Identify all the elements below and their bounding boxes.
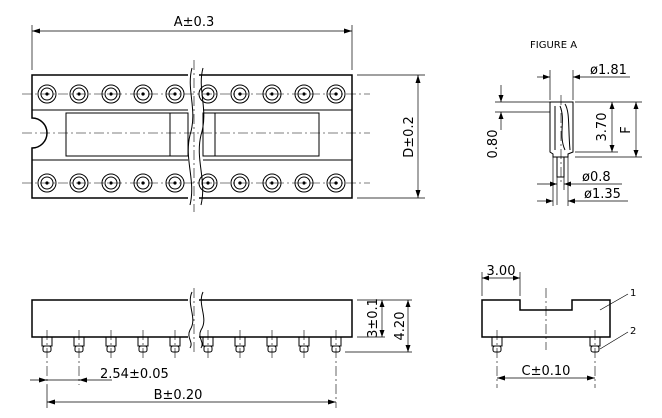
dim-d-label: D±0.2 <box>402 116 417 158</box>
side-view-body <box>481 299 611 338</box>
dim-height-body-label: 3±0.1 <box>366 298 381 338</box>
pin <box>294 173 314 193</box>
dim-pitch-label: 2.54±0.05 <box>100 367 169 382</box>
front-pin <box>234 330 246 358</box>
pin <box>326 84 346 104</box>
inner-window-left <box>65 112 189 157</box>
pin <box>101 84 121 104</box>
break-line-left <box>187 67 194 206</box>
dimension-a: A±0.3 <box>31 15 353 70</box>
side-view: 3.00 C±0.10 1 2 <box>481 264 636 388</box>
dim-3-label: 3.00 <box>487 264 516 279</box>
pin <box>262 84 282 104</box>
pin <box>101 173 121 193</box>
pin <box>69 84 89 104</box>
dimension-3: 3.00 <box>481 264 521 296</box>
front-pin <box>266 330 278 358</box>
dim-pin-dia-label: ø0.8 <box>582 170 611 185</box>
pin <box>165 84 185 104</box>
front-pins <box>41 330 342 408</box>
dim-b-label: B±0.20 <box>154 388 203 403</box>
front-pin <box>202 330 214 358</box>
front-pin <box>169 330 181 358</box>
front-pin <box>330 330 342 408</box>
pin <box>133 84 153 104</box>
figure-a-title: FIGURE A <box>530 40 577 51</box>
dim-c-label: C±0.10 <box>522 364 571 379</box>
dim-flange-dia-label: ø1.35 <box>584 187 621 202</box>
pin <box>230 84 250 104</box>
pin <box>165 173 185 193</box>
front-pin <box>73 330 85 385</box>
dimension-c: C±0.10 <box>497 364 595 381</box>
pin <box>230 173 250 193</box>
callout-2: 2 <box>630 326 636 337</box>
front-pin <box>105 330 117 358</box>
front-pin <box>137 330 149 358</box>
front-view-body-right <box>199 299 353 338</box>
dimension-d: D±0.2 <box>357 74 425 199</box>
dimension-pitch: 2.54±0.05 <box>30 367 169 383</box>
pin <box>262 173 282 193</box>
dim-f-label: F <box>619 126 634 133</box>
callout-1: 1 <box>630 288 636 299</box>
inner-window-right <box>202 112 320 157</box>
top-view: A±0.3 D±0.2 <box>22 15 425 212</box>
pin <box>133 173 153 193</box>
dim-a-label: A±0.3 <box>174 15 214 30</box>
dimension-b: B±0.20 <box>46 385 336 408</box>
figure-a-detail: FIGURE A ø1.81 0.80 3.70 <box>486 40 642 206</box>
pin <box>198 84 218 104</box>
top-view-body-right <box>199 74 353 199</box>
dimension-heights: 3±0.1 4.20 <box>345 298 412 353</box>
pin <box>37 173 57 193</box>
dim-080-label: 0.80 <box>486 130 501 159</box>
front-view-body-left <box>31 299 188 338</box>
dim-height-total-label: 4.20 <box>393 312 408 341</box>
dim-370-label: 3.70 <box>595 113 610 142</box>
front-view: 2.54±0.05 B±0.20 3±0.1 4.20 <box>30 288 412 408</box>
front-pin <box>298 330 310 358</box>
front-pin <box>41 330 53 385</box>
pin-row-bottom <box>37 173 346 193</box>
pin <box>294 84 314 104</box>
pin <box>198 173 218 193</box>
pin <box>326 173 346 193</box>
pin <box>69 173 89 193</box>
pin <box>37 84 57 104</box>
dim-contact-dia-label: ø1.81 <box>590 63 627 78</box>
pin-row-top <box>37 84 346 104</box>
